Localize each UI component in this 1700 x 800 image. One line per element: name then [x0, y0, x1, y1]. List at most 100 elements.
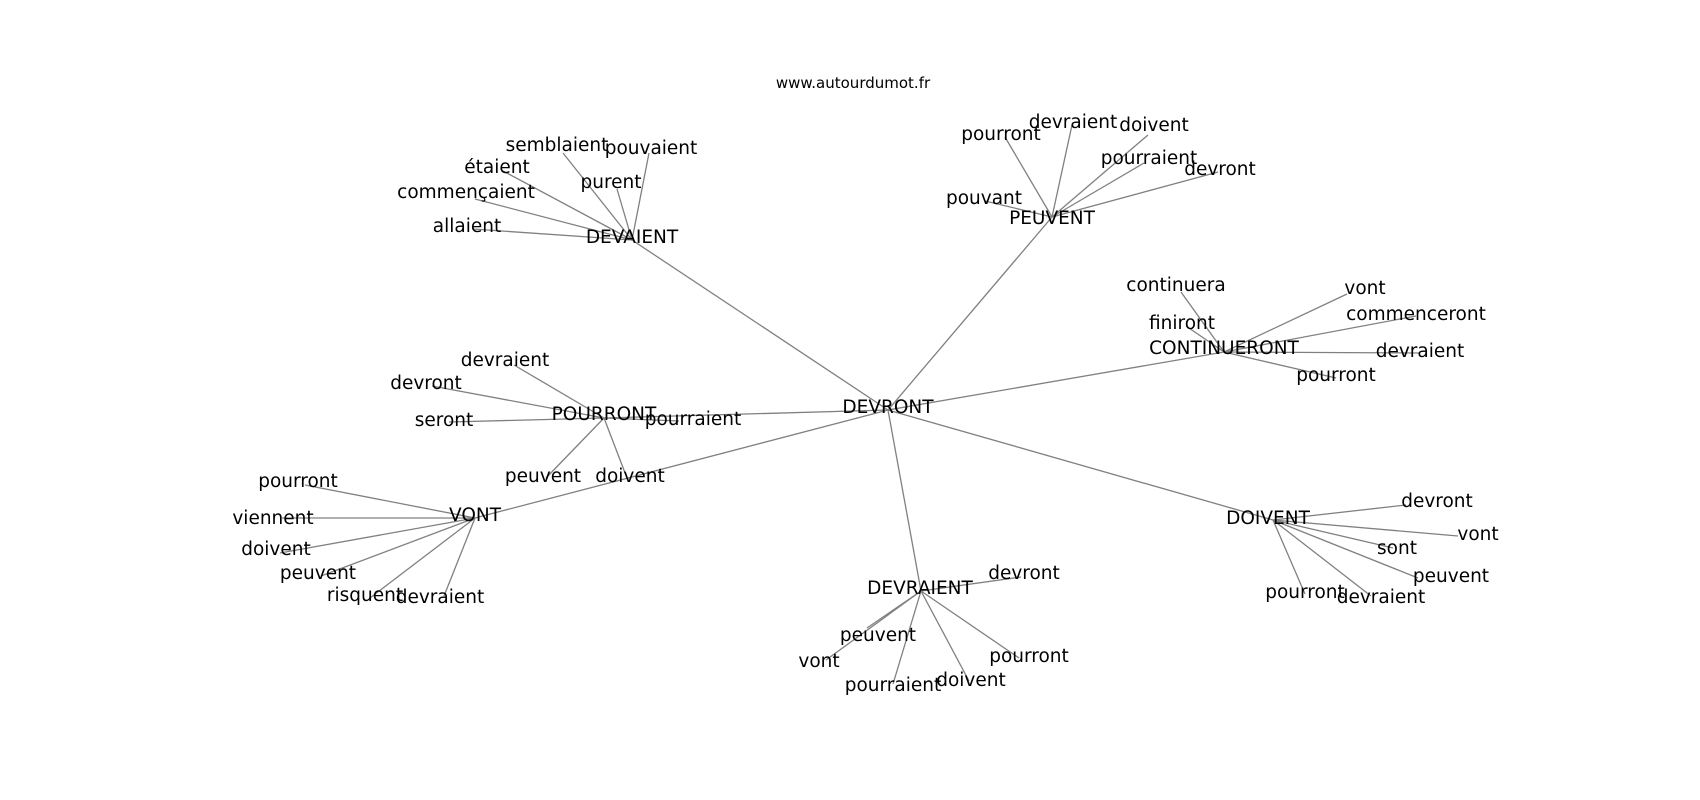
node-hub-vont: VONT [449, 505, 502, 526]
edge-devaient-purent [616, 188, 633, 241]
node-leaf-seront: seront [415, 410, 474, 431]
node-leaf-devraient: devraient [1376, 341, 1465, 362]
edge-doivent-vont [1272, 519, 1459, 537]
edge-devraient-devront [920, 576, 1022, 592]
node-hub-doivent: DOIVENT [1226, 508, 1310, 529]
edge-doivent-pourront [1272, 519, 1306, 595]
node-leaf-peuvent: peuvent [840, 625, 916, 646]
edge-peuvent-pouvant [984, 200, 1053, 218]
node-leaf-doivent: doivent [1119, 115, 1189, 136]
node-leaf-pourront: pourront [961, 124, 1041, 145]
edge-devraient-vont [825, 590, 922, 661]
edge-continueront-commenceront [1223, 315, 1417, 353]
node-hub-pourront: POURRONT [552, 404, 657, 425]
edge-center-devaient [631, 239, 889, 411]
edge-continueront-pourront [1223, 351, 1337, 379]
node-leaf-vont: vont [798, 651, 839, 672]
node-leaf-allaient: allaient [433, 216, 501, 237]
edge-devaient-commençaient [474, 198, 633, 241]
node-leaf-commenceront: commenceront [1346, 304, 1486, 325]
node-leaf-pourraient: pourraient [1101, 148, 1198, 169]
node-center-devront: DEVRONT [842, 397, 934, 418]
edge-peuvent-devraient [1051, 124, 1073, 218]
node-leaf-doivent: doivent [936, 670, 1006, 691]
edge-peuvent-pourraient [1051, 162, 1145, 218]
node-leaf-pourront: pourront [989, 646, 1069, 667]
edge-peuvent-doivent [1051, 134, 1149, 218]
edge-devaient-étaient [502, 170, 633, 241]
node-hub-continueront: CONTINUERONT [1149, 338, 1299, 359]
edge-vont-pourront [304, 484, 476, 519]
node-leaf-peuvent: peuvent [280, 563, 356, 584]
edge-continueront-vont [1223, 293, 1348, 353]
edge-pourront-doivent [603, 417, 628, 479]
node-leaf-doivent: doivent [241, 539, 311, 560]
node-leaf-pouvaient: pouvaient [605, 138, 698, 159]
node-leaf-vont: vont [1344, 278, 1385, 299]
node-leaf-pourraient: pourraient [845, 675, 942, 696]
node-leaf-risquent: risquent [327, 585, 403, 606]
edge-center-doivent [887, 409, 1274, 521]
edge-vont-devraient [443, 517, 476, 597]
edge-continueront-devraient [1223, 351, 1421, 354]
edge-peuvent-pourront [1004, 136, 1053, 218]
node-leaf-doivent: doivent [595, 466, 665, 487]
node-leaf-devront: devront [1401, 491, 1473, 512]
edges [279, 124, 1459, 685]
edge-continueront-finiront [1185, 325, 1225, 353]
edge-devraient-pourront [920, 590, 1020, 659]
edge-vont-risquent [369, 517, 476, 599]
edge-doivent-peuvent [1272, 519, 1419, 579]
edge-pourront-seront [448, 417, 605, 423]
node-leaf-continuera: continuera [1126, 275, 1225, 296]
node-leaf-pourraient: pourraient [645, 409, 742, 430]
edge-vont-doivent [279, 517, 476, 554]
edge-center-pourront [603, 409, 889, 419]
edge-doivent-devraient [1272, 519, 1372, 597]
node-leaf-devront: devront [988, 563, 1060, 584]
node-leaf-devront: devront [390, 373, 462, 394]
node-leaf-viennent: viennent [232, 508, 313, 529]
edge-center-peuvent [887, 216, 1053, 411]
node-hub-peuvent: PEUVENT [1009, 208, 1096, 229]
node-leaf-vont: vont [1457, 524, 1498, 545]
node-leaf-pourront: pourront [1296, 365, 1376, 386]
node-leaf-devraient: devraient [1337, 587, 1426, 608]
site-label: www.autourdumot.fr [776, 74, 931, 92]
edge-continueront-continuera [1180, 291, 1225, 353]
node-leaf-devraient: devraient [396, 587, 485, 608]
edge-peuvent-devront [1051, 171, 1219, 218]
node-leaf-pourront: pourront [258, 471, 338, 492]
node-leaf-étaient: étaient [464, 157, 529, 178]
node-hub-devraient: DEVRAIENT [867, 578, 973, 599]
edge-devaient-pouvaient [631, 152, 650, 241]
node-leaf-devraient: devraient [461, 350, 550, 371]
node-hub-devaient: DEVAIENT [586, 227, 679, 248]
edge-doivent-devront [1272, 504, 1407, 521]
edge-center-devraient [887, 409, 922, 592]
edge-vont-peuvent [320, 517, 476, 577]
edge-pourront-pourraient [603, 417, 680, 422]
node-leaf-peuvent: peuvent [1413, 566, 1489, 587]
node-leaf-finiront: finiront [1149, 313, 1215, 334]
node-leaf-commençaient: commençaient [397, 182, 535, 203]
edge-pourront-devront [431, 385, 605, 419]
node-leaf-semblaient: semblaient [506, 135, 609, 156]
edge-devaient-allaient [472, 228, 633, 241]
edge-center-continueront [887, 351, 1225, 411]
node-leaf-pourront: pourront [1265, 582, 1345, 603]
node-leaf-sont: sont [1377, 538, 1417, 559]
edge-pourront-peuvent [545, 417, 605, 479]
node-leaf-devront: devront [1184, 159, 1256, 180]
node-leaf-pouvant: pouvant [946, 188, 1022, 209]
edge-pourront-devraient [513, 364, 605, 419]
edge-devaient-semblaient [562, 152, 633, 241]
edge-doivent-sont [1272, 519, 1394, 549]
node-leaf-peuvent: peuvent [505, 466, 581, 487]
node-leaf-devraient: devraient [1029, 112, 1118, 133]
edge-devraient-doivent [920, 590, 970, 682]
edge-devraient-pourraient [892, 590, 922, 685]
edge-center-vont [474, 409, 889, 519]
